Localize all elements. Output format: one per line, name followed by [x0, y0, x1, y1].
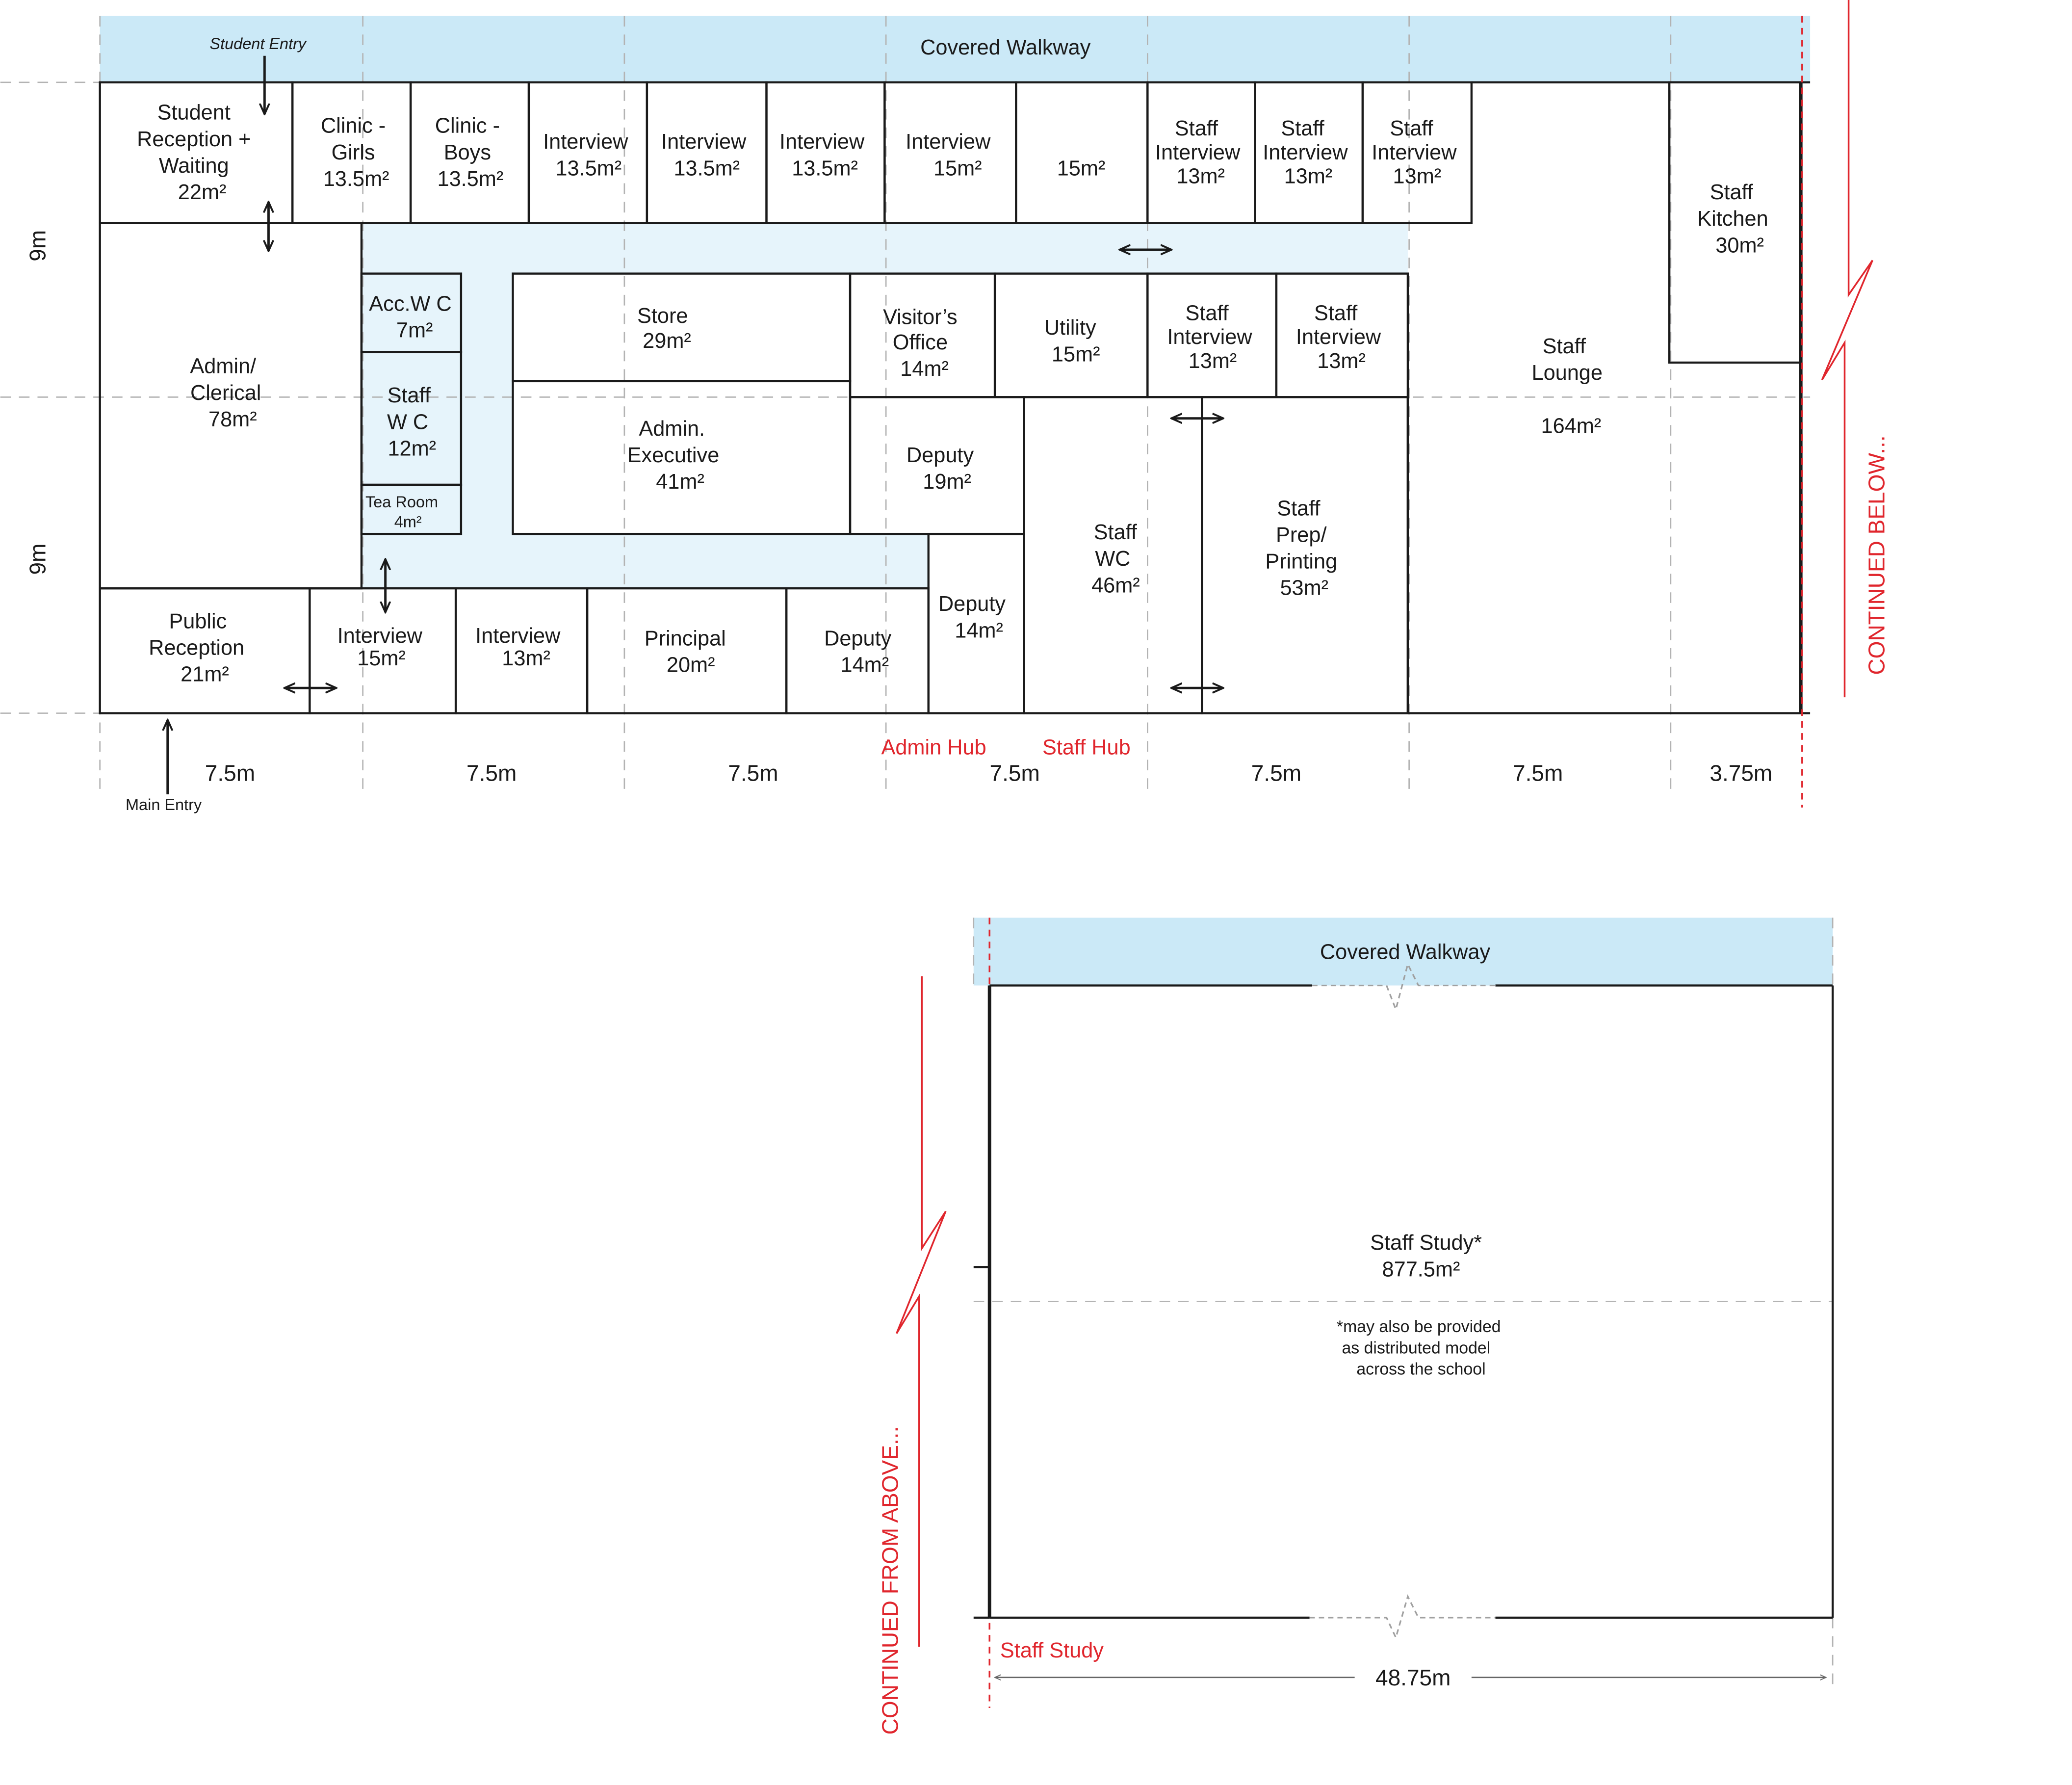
label-interview-3: Interview 13.5m²: [779, 130, 870, 180]
label-staff-interview-2: Staff Interview 13m²: [1263, 117, 1353, 188]
label-admin-executive: Admin. Executive 41m²: [627, 417, 725, 494]
label-room-15: 15m²: [1057, 157, 1106, 180]
label-interview-2: Interview 13.5m²: [661, 130, 752, 180]
label-staff-prep: Staff Prep/ Printing 53m²: [1265, 497, 1343, 600]
room-deputy-14b: [785, 587, 930, 714]
label-staff-interview-5: Staff Interview 13m²: [1296, 301, 1387, 372]
covered-walkway-bottom: [973, 918, 1833, 986]
label-staff-interview-1: Staff Interview 13m²: [1155, 117, 1246, 188]
break-line-bottom: [1309, 1594, 1496, 1640]
dim-bay-6: 7.5m: [1513, 761, 1563, 786]
main-entry-label: Main Entry: [126, 796, 202, 814]
dim-vertical-2: 9m: [25, 544, 51, 575]
staff-hub-label: Staff Hub: [1042, 735, 1131, 759]
label-deputy-14a: Deputy 14m²: [938, 592, 1011, 642]
room-15: [1015, 81, 1149, 224]
label-interview-6: Interview 13m²: [475, 624, 566, 670]
label-admin-clerical: Admin/ Clerical 78m²: [190, 355, 267, 431]
dim-bay-2: 7.5m: [466, 761, 517, 786]
dim-bay-5: 7.5m: [1251, 761, 1301, 786]
room-tea-room: [360, 483, 463, 535]
room-principal: [586, 587, 788, 714]
label-staff-wc-small: Staff W C 12m²: [387, 384, 437, 460]
covered-walkway-label-bottom: Covered Walkway: [1320, 940, 1491, 964]
label-tea-room: Tea Room 4m²: [365, 493, 442, 531]
label-student-reception: Student Reception + Waiting 22m²: [137, 101, 257, 204]
label-store: Store 29m²: [637, 304, 694, 353]
label-acc-wc: Acc.W C 7m²: [369, 292, 457, 342]
continued-below-label: CONTINUED BELOW...: [1864, 435, 1890, 675]
label-staff-wc-large: Staff WC 46m²: [1091, 521, 1143, 597]
label-clinic-boys: Clinic - Boys 13.5m²: [435, 114, 506, 191]
grid-guides: [0, 16, 1834, 1684]
label-interview-5: Interview 15m²: [337, 624, 428, 670]
walkway-fills: [100, 16, 1833, 986]
dim-bay-7: 3.75m: [1709, 761, 1772, 786]
label-deputy-19: Deputy 19m²: [906, 444, 980, 494]
label-staff-lounge-area: 164m²: [1541, 414, 1601, 438]
label-staff-interview-4: Staff Interview 13m²: [1167, 301, 1258, 372]
label-staff-kitchen: Staff Kitchen 30m²: [1697, 181, 1774, 257]
label-public-reception: Public Reception 21m²: [149, 609, 250, 686]
label-staff-interview-3: Staff Interview 13m²: [1372, 117, 1462, 188]
dim-bay-4: 7.5m: [990, 761, 1040, 786]
dim-study-width: 48.75m: [1375, 1665, 1450, 1690]
label-staff-study: Staff Study* 877.5m²: [1370, 1231, 1488, 1281]
internal-corridor: [361, 223, 1408, 589]
staff-study-block: [973, 962, 1834, 1640]
staff-study-zone-label: Staff Study: [1000, 1639, 1104, 1662]
label-staff-lounge: Staff Lounge: [1531, 335, 1602, 385]
admin-hub-label: Admin Hub: [881, 735, 986, 759]
label-deputy-14b: Deputy 14m²: [824, 627, 897, 677]
dim-vertical-1: 9m: [25, 230, 51, 262]
circulation-arrows: [168, 55, 1223, 794]
room-admin-clerical: [99, 222, 363, 590]
label-interview-4: Interview 15m²: [906, 130, 996, 180]
room-outlines: [99, 81, 1811, 714]
student-entry-label: Student Entry: [209, 35, 307, 52]
label-utility: Utility 15m²: [1044, 316, 1102, 366]
covered-walkway-label-top: Covered Walkway: [920, 36, 1091, 59]
dim-bay-3: 7.5m: [728, 761, 778, 786]
dim-bay-1: 7.5m: [205, 761, 255, 786]
study-note: *may also be provided as distributed mod…: [1337, 1317, 1505, 1379]
room-staff-interview-3: [1361, 81, 1473, 224]
label-visitors-office: Visitor’s Office 14m²: [883, 305, 963, 381]
continued-from-above-label: CONTINUED FROM ABOVE...: [877, 1426, 903, 1735]
covered-walkway-top: [100, 16, 1811, 82]
label-principal: Principal 20m²: [645, 627, 732, 677]
label-interview-1: Interview 13.5m²: [543, 130, 634, 180]
break-line-top: [1312, 962, 1496, 1012]
label-clinic-girls: Clinic - Girls 13.5m²: [321, 114, 391, 191]
